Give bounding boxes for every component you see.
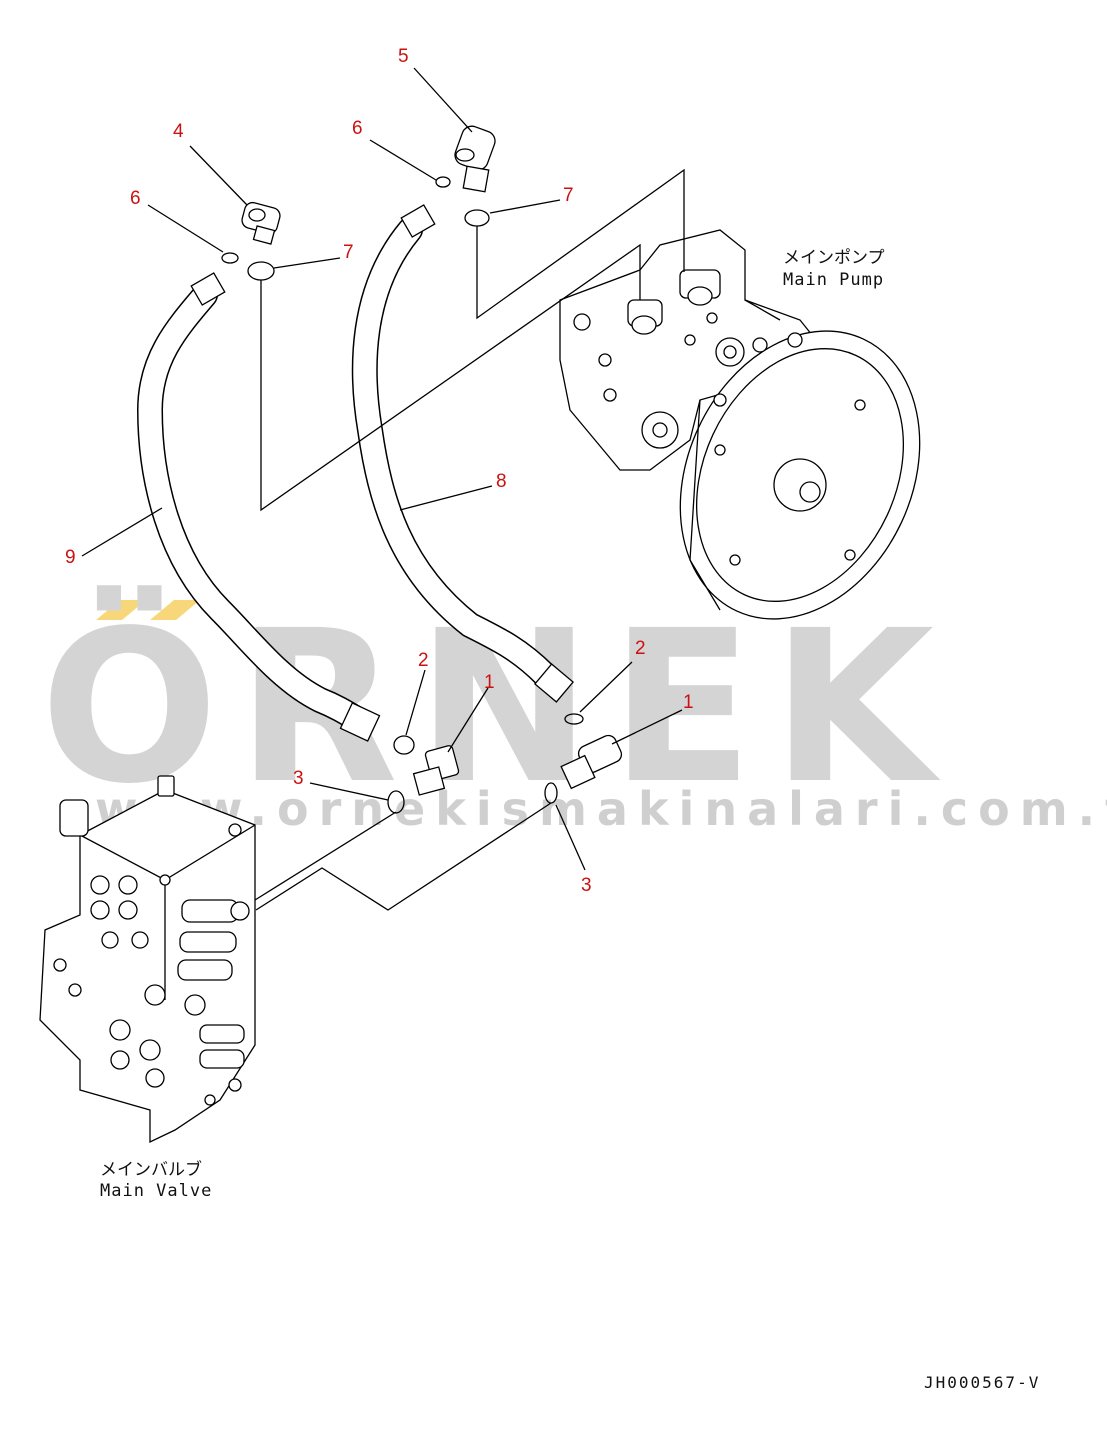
callout-1-left: 1	[484, 672, 495, 693]
callouts: 1 1 2 2 3 3 4 5 6 6 7 7 8 9	[65, 46, 694, 896]
o-ring-7-right	[464, 209, 490, 227]
o-ring-2-right	[564, 713, 584, 725]
callout-7-left: 7	[343, 242, 354, 263]
o-ring-6-left	[221, 252, 239, 264]
elbow-fitting-4	[241, 201, 281, 245]
routing-lines	[254, 168, 685, 911]
hose-9	[136, 272, 381, 742]
elbow-fitting-5	[454, 125, 496, 193]
main-valve-label-en: Main Valve	[100, 1181, 212, 1201]
o-ring-2-left	[393, 735, 415, 755]
main-pump-label-en: Main Pump	[783, 270, 884, 290]
main-valve	[39, 775, 256, 1144]
watermark-umlaut-mark	[150, 600, 200, 620]
hose-8	[351, 204, 574, 703]
callout-4: 4	[173, 121, 184, 142]
straight-fitting-1-left	[412, 745, 460, 796]
leader-lines	[81, 67, 683, 871]
main-valve-label-jp: メインバルブ	[100, 1159, 202, 1180]
callout-8: 8	[496, 471, 507, 492]
callout-2-left: 2	[418, 650, 429, 671]
o-ring-7-left	[247, 261, 275, 281]
callout-5: 5	[398, 46, 409, 67]
watermark: ÖRNEK www.ornekismakinalari.com.tr	[40, 584, 1107, 836]
o-ring-3-left	[387, 790, 405, 814]
o-ring-6-right	[435, 176, 451, 188]
main-pump-label-jp: メインポンプ	[783, 248, 885, 268]
drawing-code: JH000567-V	[924, 1373, 1040, 1392]
callout-2-right: 2	[635, 638, 646, 659]
elbow-fitting-1-right	[560, 734, 623, 790]
callout-1-right: 1	[683, 692, 694, 713]
watermark-url: www.ornekismakinalari.com.tr	[95, 782, 1107, 836]
callout-3-right: 3	[581, 875, 592, 896]
callout-3-left: 3	[293, 768, 304, 789]
callout-6-left: 6	[130, 188, 141, 209]
watermark-umlaut-mark	[96, 600, 146, 620]
callout-6-right: 6	[352, 118, 363, 139]
callout-9: 9	[65, 547, 76, 568]
main-pump	[559, 229, 921, 620]
callout-7-right: 7	[563, 185, 574, 206]
